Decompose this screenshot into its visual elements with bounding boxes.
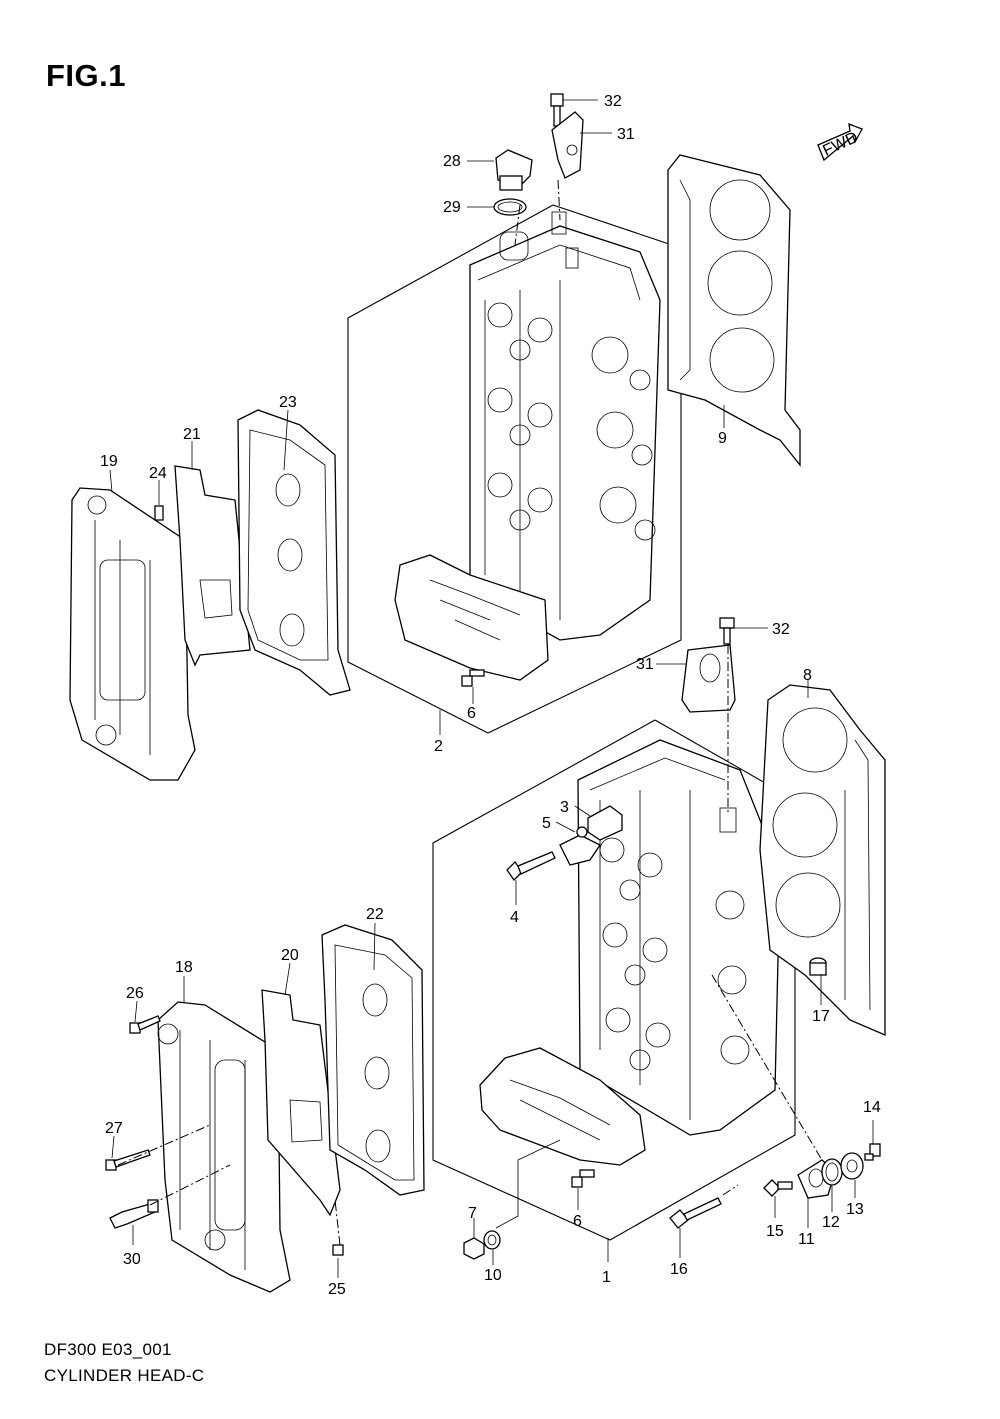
upper-cover-bolt (154, 505, 164, 521)
oil-filler-cap (495, 149, 533, 191)
callout-13: 13 (846, 1201, 864, 1218)
callout-21: 21 (183, 426, 201, 443)
cover-o-ring (821, 1158, 843, 1186)
callout-12: 12 (822, 1214, 840, 1231)
upper-cylinder-head-cover (69, 487, 196, 781)
cam-position-sensor (587, 805, 623, 841)
lower-cylinder-head (479, 739, 781, 1166)
upper-cover-gasket-plate (174, 465, 251, 667)
callout-17: 17 (812, 1008, 830, 1025)
upper-hanger-bolt (550, 93, 564, 127)
cover-bolt-25 (332, 1244, 344, 1256)
callout-14: 14 (863, 1099, 881, 1116)
callout-22: 22 (366, 906, 384, 923)
callout-18: 18 (175, 959, 193, 976)
callout-2: 2 (434, 738, 443, 755)
callout-23: 23 (279, 394, 297, 411)
cover-spacer (840, 1152, 864, 1180)
callout-29: 29 (443, 199, 461, 216)
spark-plug (109, 1199, 159, 1229)
callout-8: 8 (803, 667, 812, 684)
lower-engine-hanger (681, 644, 736, 713)
callout-5: 5 (542, 815, 551, 832)
drain-plug (463, 1237, 485, 1260)
callout-9: 9 (718, 430, 727, 447)
fwd-label: FWD (820, 129, 860, 160)
diagram-code: DF300 E03_001 (44, 1340, 172, 1359)
callout-24: 24 (149, 465, 167, 482)
lower-cover-seal (321, 924, 425, 1196)
upper-cover-seal (237, 409, 351, 696)
callout-3: 3 (560, 799, 569, 816)
callout-16: 16 (670, 1261, 688, 1278)
callout-6b: 6 (573, 1213, 582, 1230)
callout-25: 25 (328, 1281, 346, 1298)
callout-28: 28 (443, 153, 461, 170)
o-ring (493, 198, 527, 216)
upper-cylinder-head (394, 211, 661, 681)
callout-7: 7 (468, 1205, 477, 1222)
cover-screw (864, 1143, 881, 1161)
diagram-name: CYLINDER HEAD-C (44, 1366, 205, 1385)
leader-lines (109, 99, 874, 1278)
dowel-pin (809, 957, 827, 976)
callout-4: 4 (510, 909, 519, 926)
lower-head-gasket (759, 684, 886, 1036)
upper-engine-hanger (551, 111, 584, 179)
callout-labels: 1 2 3 4 5 6 6 7 8 9 10 11 12 13 14 15 16… (100, 93, 881, 1298)
gasket-washer (483, 1230, 501, 1250)
callout-32a: 32 (604, 93, 622, 110)
callout-26: 26 (126, 985, 144, 1002)
cover-bolt-26 (129, 1015, 161, 1034)
callout-31a: 31 (617, 126, 635, 143)
sensor-bracket (559, 826, 601, 866)
sensor-bolt (506, 851, 556, 882)
upper-head-gasket (667, 154, 801, 467)
callout-20: 20 (281, 947, 299, 964)
cover-bolt (763, 1179, 793, 1197)
callout-19: 19 (100, 453, 118, 470)
callout-31b: 31 (636, 656, 654, 673)
callout-11: 11 (798, 1231, 815, 1248)
lower-head-bolt (571, 1169, 595, 1188)
callout-27: 27 (105, 1120, 123, 1137)
callout-6a: 6 (467, 705, 476, 722)
callout-10: 10 (484, 1267, 502, 1284)
upper-head-bolt (461, 669, 485, 687)
lower-cylinder-head-cover (157, 1001, 291, 1293)
long-bolt (669, 1197, 722, 1229)
callout-32b: 32 (772, 621, 790, 638)
callout-1: 1 (602, 1269, 611, 1286)
callout-15: 15 (766, 1223, 784, 1240)
callout-30: 30 (123, 1251, 141, 1268)
assembly-dash-lines (117, 179, 823, 1246)
lower-hanger-bolt (719, 617, 735, 645)
figure-title: FIG.1 (46, 58, 127, 93)
forward-arrow-icon: FWD (817, 122, 863, 162)
